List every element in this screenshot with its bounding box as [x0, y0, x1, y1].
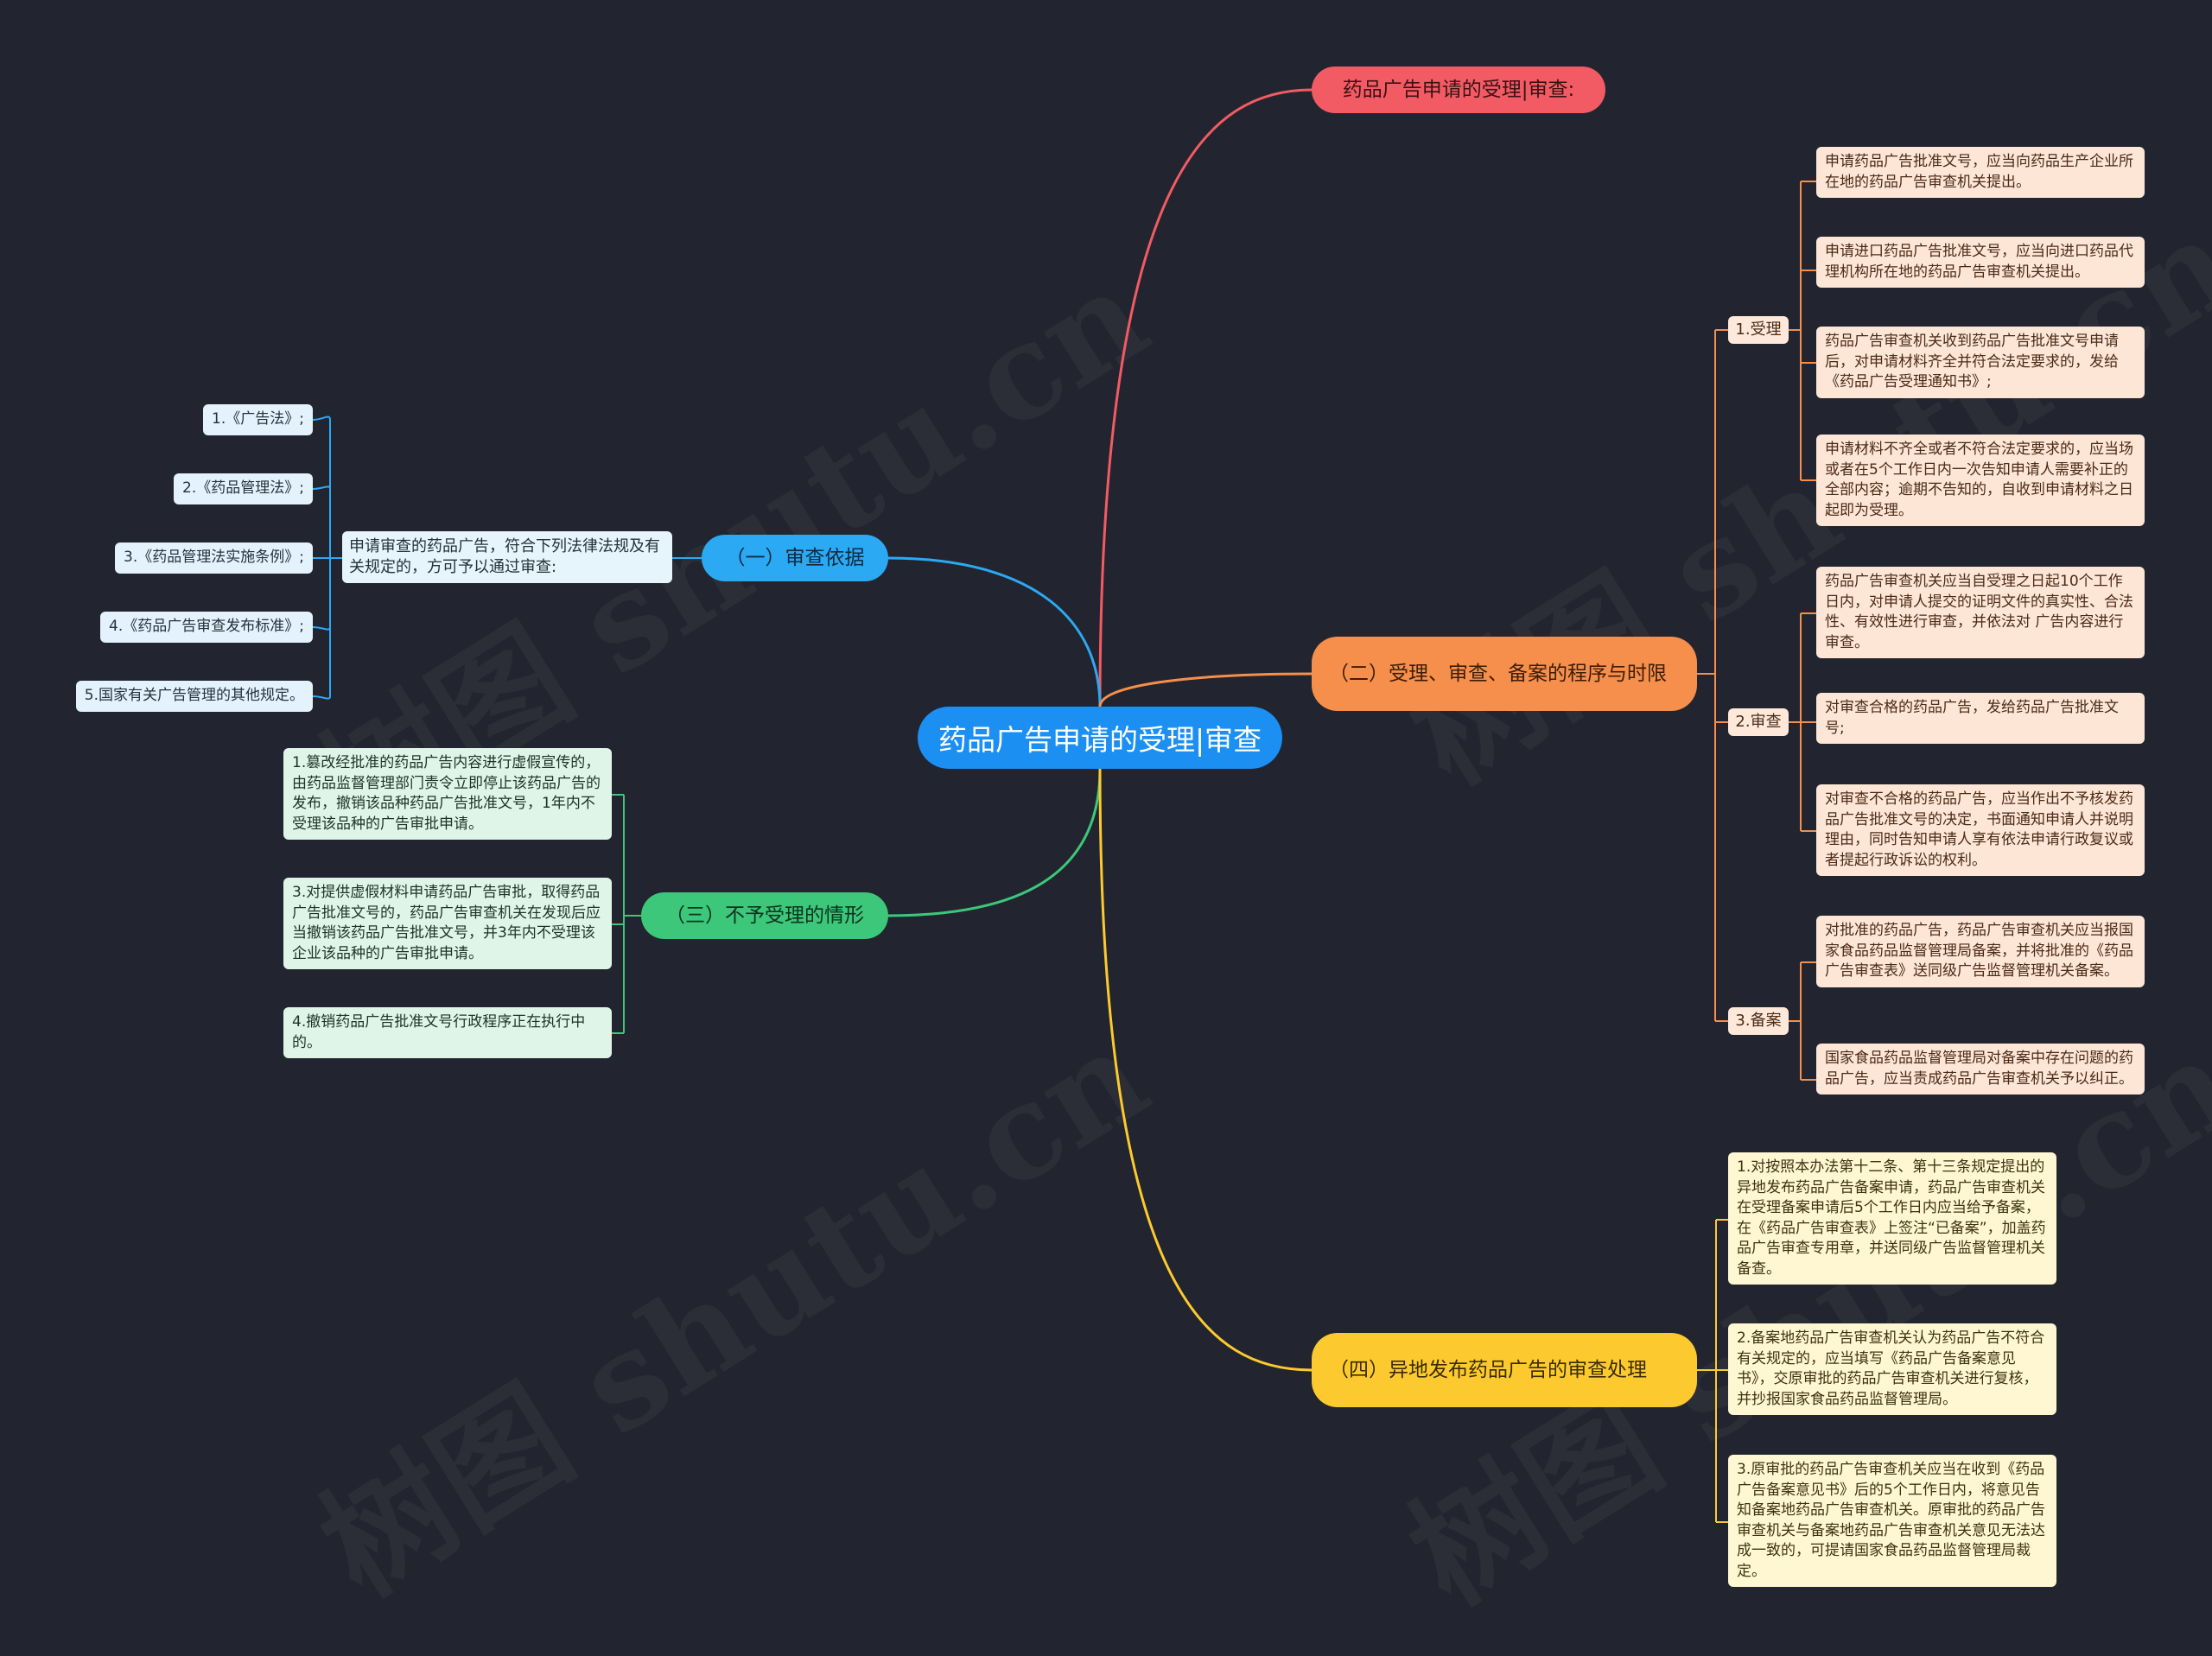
connector-root-basis [887, 556, 1102, 707]
rejection-item[interactable]: 3.对提供虚假材料申请药品广告审批，取得药品广告批准文号的，药品广告审查机关在发… [283, 878, 612, 969]
connector-root-red [1098, 88, 1313, 707]
basis-item[interactable]: 1.《广告法》; [203, 404, 313, 435]
connector-stage1-items [1789, 181, 1816, 481]
connector-root-rejection [887, 768, 1102, 917]
acceptance-item[interactable]: 申请药品广告批准文号，应当向药品生产企业所在地的药品广告审查机关提出。 [1816, 147, 2145, 198]
remote-item[interactable]: 2.备案地药品广告审查机关认为药品广告不符合有关规定的，应当填写《药品广告备案意… [1728, 1323, 2056, 1415]
rejection-item[interactable]: 4.撤销药品广告批准文号行政程序正在执行中的。 [283, 1007, 612, 1058]
review-item[interactable]: 对审查合格的药品广告，发给药品广告批准文号; [1816, 693, 2145, 744]
acceptance-item[interactable]: 申请进口药品广告批准文号，应当向进口药品代理机构所在地的药品广告审查机关提出。 [1816, 237, 2145, 288]
stage-filing[interactable]: 3.备案 [1728, 1007, 1789, 1035]
acceptance-item[interactable]: 药品广告审查机关收到药品广告批准文号申请后，对申请材料齐全并符合法定要求的，发给… [1816, 327, 2145, 398]
basis-item[interactable]: 3.《药品管理法实施条例》; [115, 542, 313, 574]
branch-rejection[interactable]: （三）不予受理的情形 [641, 892, 888, 939]
connector-procedure-stages [1697, 329, 1728, 1022]
remote-item[interactable]: 3.原审批的药品广告审查机关应当在收到《药品广告备案意见书》后的5个工作日内，将… [1728, 1455, 2056, 1587]
connector-stage2-items [1789, 612, 1816, 832]
root-topic[interactable]: 药品广告申请的受理|审查 [918, 707, 1282, 769]
connector-basis-items [312, 416, 342, 700]
acceptance-item[interactable]: 申请材料不齐全或者不符合法定要求的，应当场或者在5个工作日内一次告知申请人需要补… [1816, 435, 2145, 526]
connector-rejection-items [612, 794, 641, 1034]
stage-review[interactable]: 2.审查 [1728, 708, 1789, 736]
connector-stage3-items [1789, 961, 1816, 1081]
stage-acceptance[interactable]: 1.受理 [1728, 316, 1789, 344]
basis-intro[interactable]: 申请审查的药品广告，符合下列法律法规及有关规定的，方可予以通过审查: [342, 531, 672, 583]
connector-root-procedure [1098, 672, 1313, 707]
connector-remote-items [1697, 1219, 1728, 1523]
branch-procedure[interactable]: （二）受理、审查、备案的程序与时限 [1312, 637, 1697, 711]
review-item[interactable]: 对审查不合格的药品广告，应当作出不予核发药品广告批准文号的决定，书面通知申请人并… [1816, 784, 2145, 876]
rejection-item[interactable]: 1.篡改经批准的药品广告内容进行虚假宣传的，由药品监督管理部门责令立即停止该药品… [283, 748, 612, 840]
branch-title-node[interactable]: 药品广告申请的受理|审查: [1312, 67, 1605, 113]
branch-remote[interactable]: （四）异地发布药品广告的审查处理 [1312, 1333, 1697, 1407]
connector-root-remote [1098, 768, 1313, 1372]
basis-item[interactable]: 4.《药品广告审查发布标准》; [100, 612, 313, 643]
basis-item[interactable]: 5.国家有关广告管理的其他规定。 [75, 681, 313, 712]
branch-basis[interactable]: （一）审查依据 [702, 535, 888, 581]
remote-item[interactable]: 1.对按照本办法第十二条、第十三条规定提出的异地发布药品广告备案申请，药品广告审… [1728, 1152, 2056, 1285]
review-item[interactable]: 药品广告审查机关应当自受理之日起10个工作日内，对申请人提交的证明文件的真实性、… [1816, 567, 2145, 658]
filing-item[interactable]: 对批准的药品广告，药品广告审查机关应当报国家食品药品监督管理局备案，并将批准的《… [1816, 916, 2145, 987]
basis-item[interactable]: 2.《药品管理法》; [174, 473, 313, 504]
filing-item[interactable]: 国家食品药品监督管理局对备案中存在问题的药品广告，应当责成药品广告审查机关予以纠… [1816, 1044, 2145, 1094]
